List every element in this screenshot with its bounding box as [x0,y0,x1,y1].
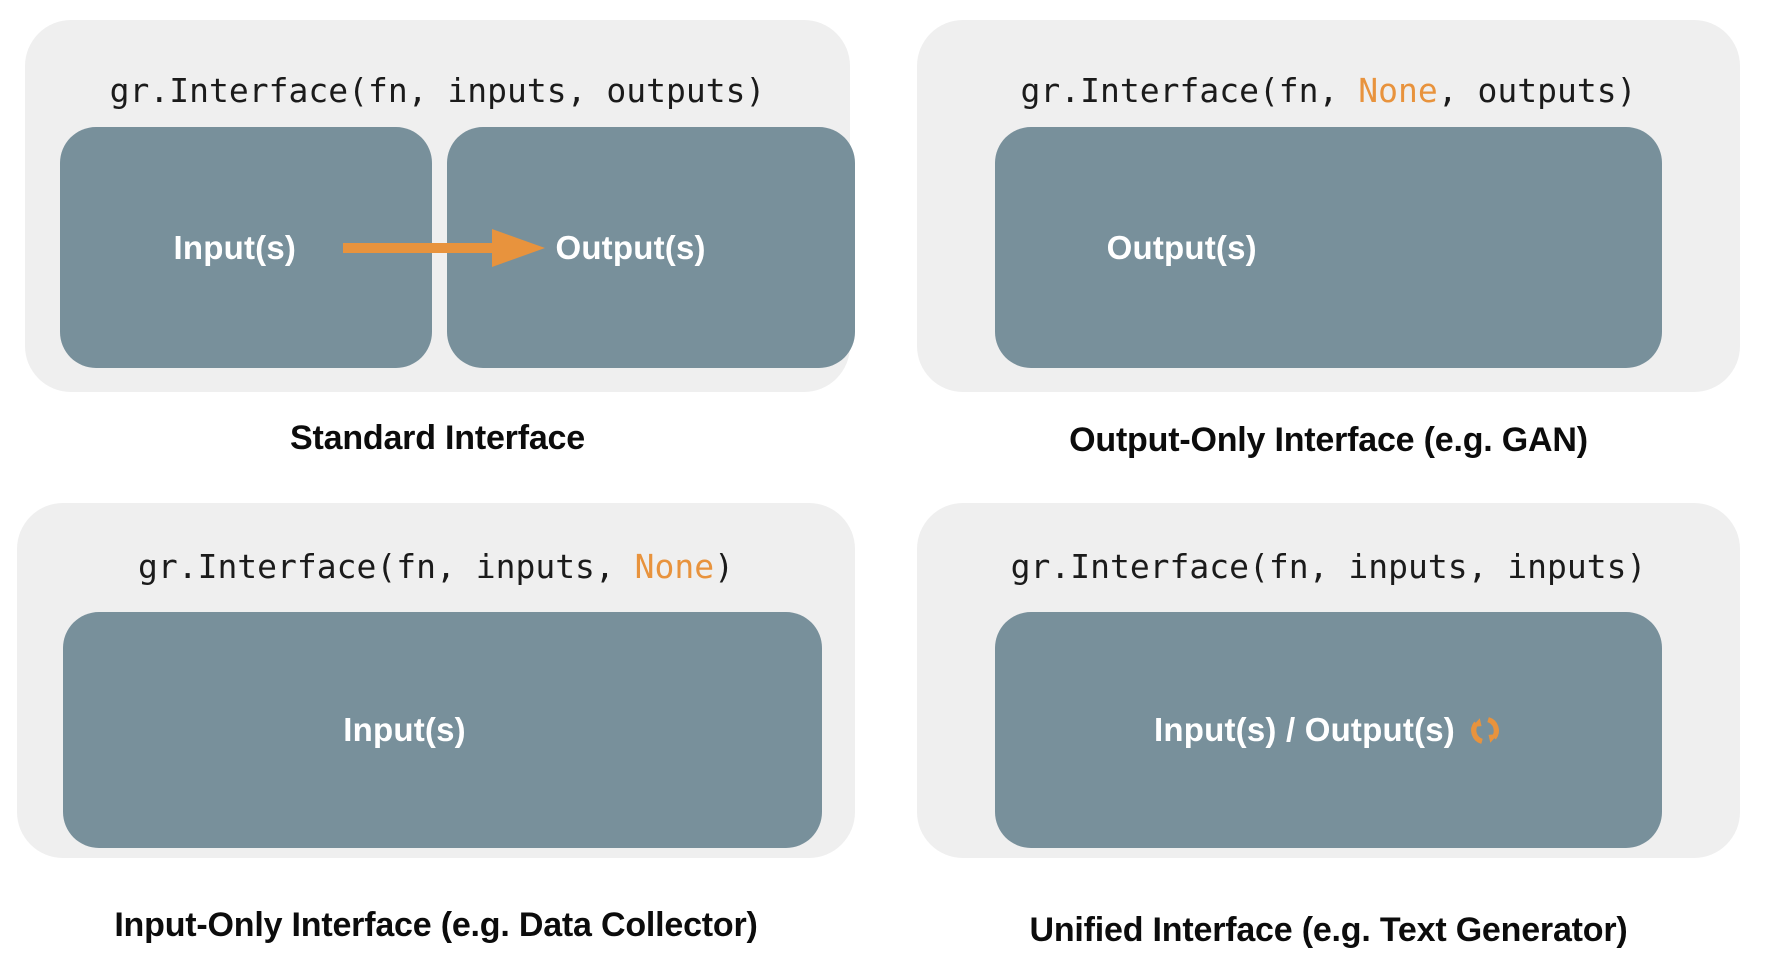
code-pre: gr.Interface(fn, [1020,71,1359,110]
code-highlight: None [1358,71,1438,110]
code-highlight: None [634,547,715,586]
caption-unified-interface: Unified Interface (e.g. Text Generator) [1029,911,1628,949]
code-pre: gr.Interface(fn, inputs, [137,547,635,586]
code-post: ) [714,547,735,586]
outputs-box: Output(s) [995,127,1662,368]
box-label: Input(s) / Output(s) [1154,711,1455,748]
code-line: gr.Interface(fn, inputs, outputs) [25,71,850,110]
code-post: , outputs) [1437,71,1637,110]
caption-output-only-interface: Output-Only Interface (e.g. GAN) [1069,421,1588,459]
box-label: Input(s) [343,711,466,748]
refresh-icon [1468,713,1503,748]
code-line: gr.Interface(fn, inputs, inputs) [917,547,1740,586]
panel-output-only-interface: gr.Interface(fn, None, outputs) Output(s… [917,20,1740,392]
box-label: Output(s) [555,228,706,266]
inputs-outputs-box: Input(s) / Output(s) [995,612,1662,848]
caption-input-only-interface: Input-Only Interface (e.g. Data Collecto… [114,906,758,944]
code-pre: gr.Interface(fn, inputs, inputs) [1010,547,1647,586]
panel-unified-interface: gr.Interface(fn, inputs, inputs) Input(s… [917,503,1740,858]
box-label: Output(s) [1106,228,1257,266]
caption-standard-interface: Standard Interface [290,419,585,457]
code-line: gr.Interface(fn, None, outputs) [917,71,1740,110]
panel-input-only-interface: gr.Interface(fn, inputs, None) Input(s) [17,503,855,858]
panel-standard-interface: gr.Interface(fn, inputs, outputs) Input(… [25,20,855,392]
box-label: Input(s) [173,228,297,266]
right-arrow-icon [343,229,545,272]
code-line: gr.Interface(fn, inputs, None) [17,547,855,586]
code-pre: gr.Interface(fn, inputs, outputs) [109,71,766,110]
inputs-box: Input(s) [63,612,822,848]
